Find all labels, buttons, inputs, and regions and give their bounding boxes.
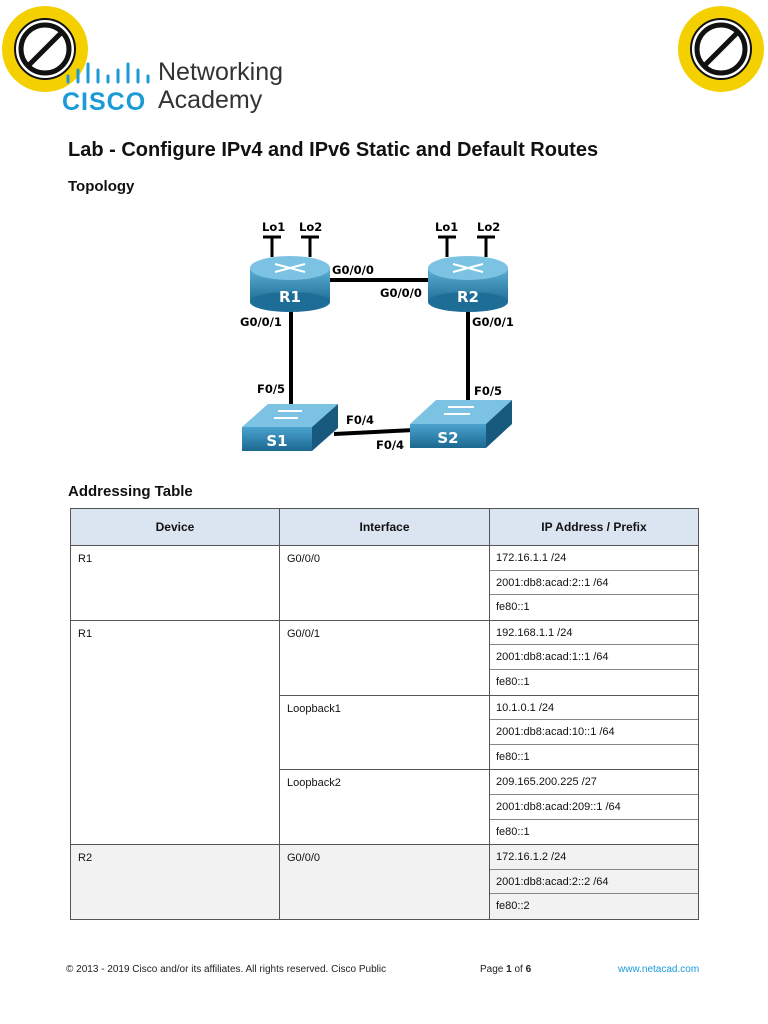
address-cell: 192.168.1.1 /24 <box>490 621 698 646</box>
page-title: Lab - Configure IPv4 and IPv6 Static and… <box>68 139 599 161</box>
pdf-xchange-stamp-left <box>2 6 88 92</box>
address-cell: fe80::2 <box>496 900 530 913</box>
table-row-group: R1 G0/0/0 172.16.1.1 /24 2001:db8:acad:2… <box>71 546 698 621</box>
s1-f05-label: F0/5 <box>257 382 285 396</box>
r1-g000-label: G0/0/0 <box>332 263 374 277</box>
address-cell: fe80::1 <box>496 601 530 614</box>
addressing-table: Device Interface IP Address / Prefix R1 … <box>70 508 699 920</box>
interface-block: G0/0/1 192.168.1.1 /24 2001:db8:acad:1::… <box>280 620 698 696</box>
footer-page-number: Page 1 of 6 <box>480 964 531 975</box>
page-of: of <box>511 964 526 975</box>
footer-copyright: © 2013 - 2019 Cisco and/or its affiliate… <box>66 964 387 975</box>
table-row-group: R2 G0/0/0 172.16.1.2 /24 2001:db8:acad:2… <box>71 845 698 919</box>
r2-lo1-label: Lo1 <box>435 220 458 234</box>
r2-lo2-label: Lo2 <box>477 220 500 234</box>
address-cell: fe80::1 <box>496 675 530 688</box>
link-s1-s2 <box>333 428 415 436</box>
address-cell: 2001:db8:acad:2::2 /64 <box>490 870 698 895</box>
topology-diagram: R1 R2 S1 S2 Lo1 Lo2 Lo1 Lo2 G0/0/0 <box>240 220 514 452</box>
interface-cell: Loopback2 <box>280 770 490 845</box>
device-cell: R1 <box>71 620 280 845</box>
address-cell: 172.16.1.1 /24 <box>490 546 698 571</box>
cisco-bars-icon <box>66 62 150 84</box>
s2-f04-label: F0/4 <box>376 438 404 452</box>
page-current: 1 <box>506 964 512 975</box>
address-cell: 209.165.200.225 /27 <box>490 770 698 795</box>
interface-block: Loopback2 209.165.200.225 /27 2001:db8:a… <box>280 770 698 845</box>
interface-block: G0/0/0 172.16.1.1 /24 2001:db8:acad:2::1… <box>280 546 698 620</box>
pdf-xchange-stamp-right <box>678 6 764 92</box>
page-total: 6 <box>525 964 532 975</box>
address-cell: 2001:db8:acad:1::1 /64 <box>490 645 698 670</box>
interface-cell: G0/0/0 <box>280 845 490 919</box>
cisco-networking-academy-logo: CISCO Networking Academy <box>62 56 322 118</box>
table-row-group: R1 G0/0/1 192.168.1.1 /24 2001:db8:acad:… <box>71 620 698 846</box>
interface-cell: G0/0/1 <box>280 620 490 695</box>
address-cell: fe80::1 <box>496 750 530 763</box>
r2-g001-label: G0/0/1 <box>472 315 514 329</box>
s1-label: S1 <box>266 432 287 450</box>
switch-s1: S1 <box>242 404 338 451</box>
interface-block: Loopback1 10.1.0.1 /24 2001:db8:acad:10:… <box>280 695 698 771</box>
r2-loopback-stubs <box>438 235 495 257</box>
logo-networking: Networking <box>158 58 284 86</box>
address-cell: fe80::1 <box>496 825 530 838</box>
router-r2: R2 <box>428 256 508 312</box>
logo-academy: Academy <box>158 86 263 114</box>
interface-block: G0/0/0 172.16.1.2 /24 2001:db8:acad:2::2… <box>280 845 698 919</box>
address-cell: 10.1.0.1 /24 <box>490 696 698 721</box>
device-cell: R1 <box>71 546 280 620</box>
footer-url-link[interactable]: www.netacad.com <box>618 964 700 975</box>
switch-s2: S2 <box>410 400 512 448</box>
address-cell: 2001:db8:acad:209::1 /64 <box>490 795 698 820</box>
r2-label: R2 <box>457 288 479 306</box>
r2-g000-label: G0/0/0 <box>380 286 422 300</box>
s2-label: S2 <box>437 429 458 447</box>
interface-cell: Loopback1 <box>280 695 490 770</box>
header-interface: Interface <box>280 509 490 545</box>
header-ip-address: IP Address / Prefix <box>541 520 647 534</box>
r1-loopback-stubs <box>263 235 319 257</box>
address-cell: 2001:db8:acad:10::1 /64 <box>490 720 698 745</box>
r1-label: R1 <box>279 288 301 306</box>
r1-g001-label: G0/0/1 <box>240 315 282 329</box>
router-r1: R1 <box>250 256 330 312</box>
table-header-row: Device Interface IP Address / Prefix <box>71 509 698 546</box>
device-cell: R2 <box>71 845 280 919</box>
cisco-wordmark: CISCO <box>62 88 147 116</box>
s2-f05-label: F0/5 <box>474 384 502 398</box>
s1-f04-label: F0/4 <box>346 413 374 427</box>
address-cell: 172.16.1.2 /24 <box>490 845 698 870</box>
topology-heading: Topology <box>68 178 135 195</box>
address-cell: 2001:db8:acad:2::1 /64 <box>490 571 698 596</box>
r1-lo2-label: Lo2 <box>299 220 322 234</box>
addressing-table-heading: Addressing Table <box>68 483 193 500</box>
header-device: Device <box>71 509 280 545</box>
page-prefix: Page <box>480 964 507 975</box>
r1-lo1-label: Lo1 <box>262 220 285 234</box>
interface-cell: G0/0/0 <box>280 546 490 620</box>
